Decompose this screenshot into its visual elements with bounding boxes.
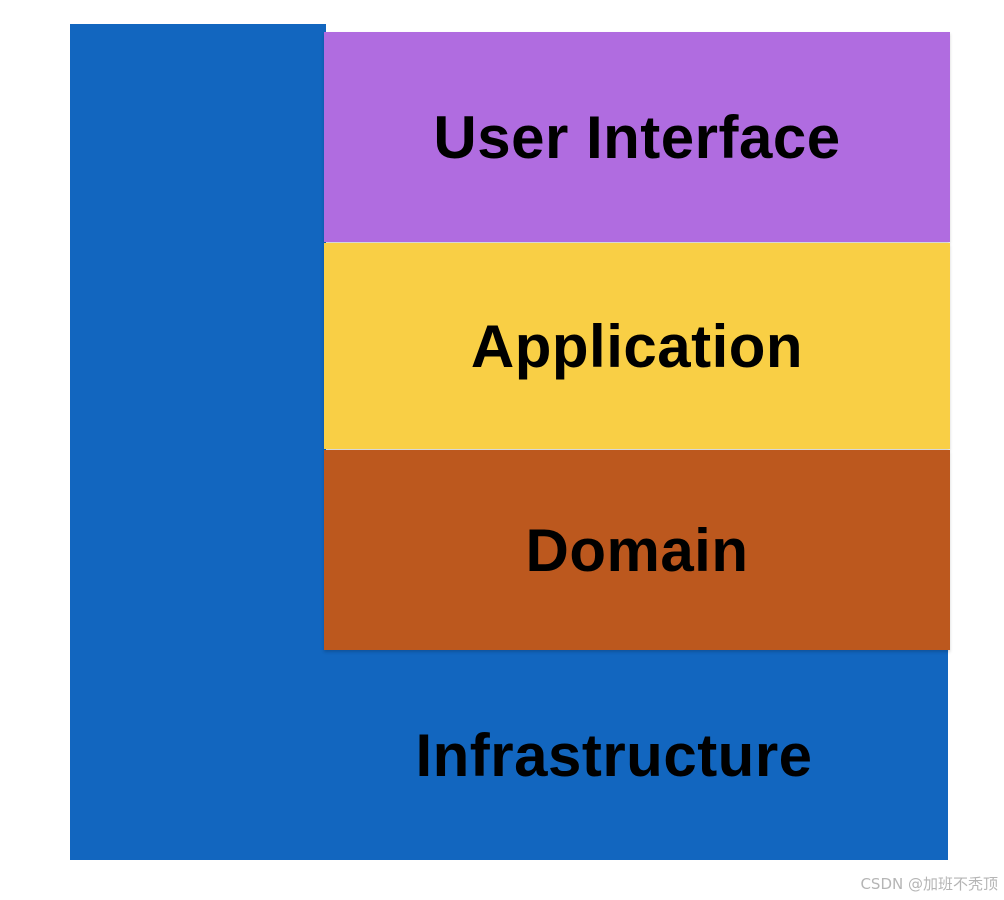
user-interface-layer: User Interface (324, 32, 950, 242)
infrastructure-layer-bottom (70, 650, 948, 860)
user-interface-label: User Interface (433, 103, 841, 171)
domain-label: Domain (525, 516, 749, 584)
infrastructure-label-box: Infrastructure (326, 650, 902, 860)
domain-layer: Domain (324, 450, 950, 650)
application-label: Application (470, 312, 804, 380)
infrastructure-label: Infrastructure (415, 721, 813, 789)
application-layer: Application (324, 243, 950, 449)
watermark: CSDN @加班不秃顶 (860, 875, 998, 893)
